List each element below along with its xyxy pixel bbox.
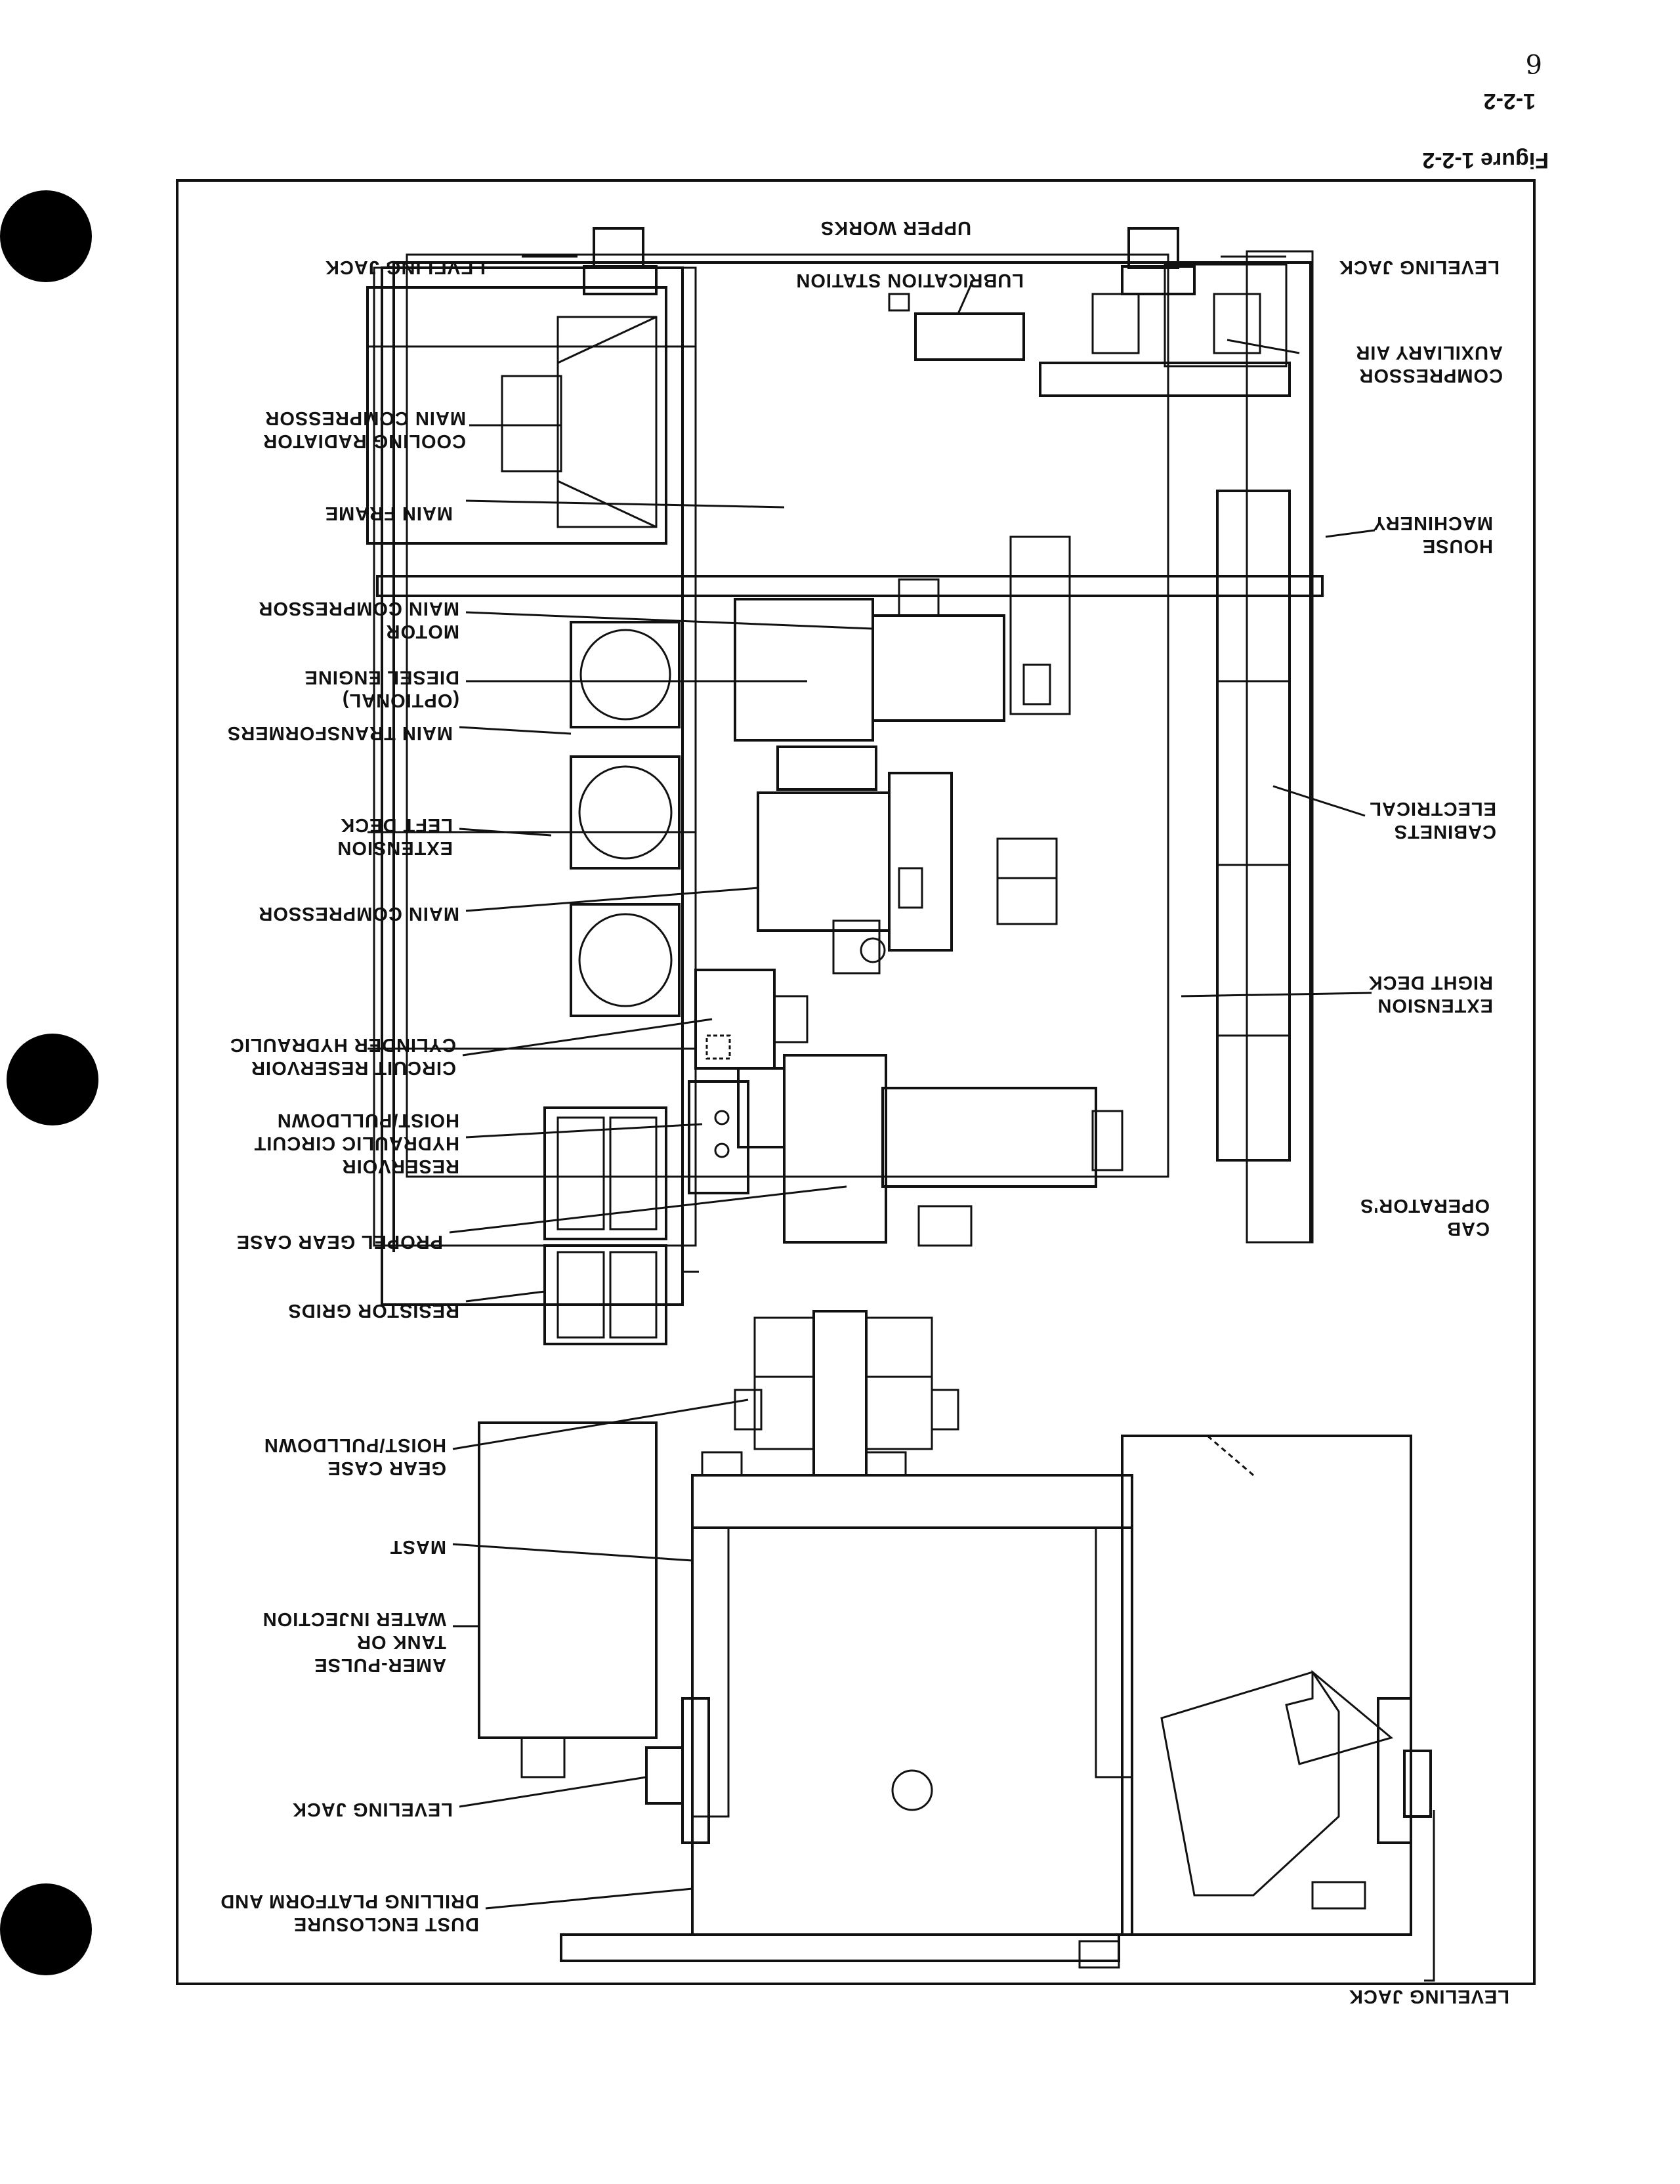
svg-text:AMER-PULSE: AMER-PULSE bbox=[314, 1654, 446, 1675]
svg-text:AUXILIARY AIR: AUXILIARY AIR bbox=[1355, 342, 1503, 363]
label-leveling-jack-bl: LEVELING JACK bbox=[292, 1776, 647, 1820]
svg-text:RESISTOR GRIDS: RESISTOR GRIDS bbox=[287, 1300, 459, 1321]
leveling-jack-top-left bbox=[583, 227, 658, 295]
label-mast: MAST bbox=[390, 1536, 693, 1562]
svg-text:LEVELING JACK: LEVELING JACK bbox=[292, 1799, 453, 1820]
electrical-cabinets bbox=[1216, 490, 1291, 1162]
svg-text:COMPRESSOR: COMPRESSOR bbox=[1359, 365, 1503, 386]
propel-gear-case bbox=[737, 1054, 1124, 1247]
figure-caption: Figure 1-2-2 bbox=[1422, 148, 1549, 173]
leveling-jack-bottom-left bbox=[645, 1697, 710, 1844]
label-lubrication-station: LUBRICATION STATION bbox=[795, 270, 1024, 314]
svg-text:MAIN COMPRESSOR: MAIN COMPRESSOR bbox=[264, 408, 466, 429]
lubrication-station bbox=[914, 312, 1025, 361]
main-compressor-motor bbox=[734, 536, 1071, 742]
label-main-compressor-motor: MAIN COMPRESSOR MOTOR bbox=[258, 598, 873, 642]
label-machinery-house: MACHINERY HOUSE bbox=[1325, 513, 1493, 556]
label-main-frame: MAIN FRAME bbox=[325, 499, 785, 524]
svg-text:RIGHT DECK: RIGHT DECK bbox=[1368, 972, 1493, 993]
svg-text:CAB: CAB bbox=[1446, 1218, 1490, 1239]
svg-text:COOLING RADIATOR: COOLING RADIATOR bbox=[262, 430, 466, 452]
auxiliary-air-compressor bbox=[1039, 263, 1291, 397]
label-drilling-platform: DRILLING PLATFORM AND DUST ENCLOSURE bbox=[220, 1887, 693, 1935]
svg-text:ELECTRICAL: ELECTRICAL bbox=[1369, 798, 1496, 819]
svg-text:LEVELING JACK: LEVELING JACK bbox=[325, 257, 486, 278]
svg-text:EXTENSION: EXTENSION bbox=[1377, 995, 1493, 1016]
svg-text:(OPTIONAL): (OPTIONAL) bbox=[342, 690, 459, 711]
svg-text:MAIN COMPRESSOR: MAIN COMPRESSOR bbox=[258, 598, 459, 619]
svg-text:RESERVOIR: RESERVOIR bbox=[342, 1156, 459, 1177]
svg-text:CABINETS: CABINETS bbox=[1394, 821, 1496, 842]
svg-text:EXTENSION: EXTENSION bbox=[337, 837, 453, 858]
svg-text:DRILLING PLATFORM AND: DRILLING PLATFORM AND bbox=[220, 1891, 479, 1912]
label-auxiliary-air-compressor: AUXILIARY AIR COMPRESSOR bbox=[1227, 339, 1503, 386]
leveling-jack-bottom-right bbox=[1377, 1697, 1432, 1844]
svg-text:MAST: MAST bbox=[390, 1536, 446, 1557]
svg-text:OPERATOR'S: OPERATOR'S bbox=[1360, 1195, 1490, 1216]
svg-text:HOIST/PULLDOWN: HOIST/PULLDOWN bbox=[277, 1110, 459, 1131]
figure-border bbox=[176, 179, 1536, 1985]
svg-text:GEAR CASE: GEAR CASE bbox=[327, 1458, 446, 1479]
label-operators-cab: OPERATOR'S CAB bbox=[1360, 1195, 1490, 1239]
svg-text:HYDRAULIC CIRCUIT: HYDRAULIC CIRCUIT bbox=[254, 1133, 459, 1154]
label-right-deck-extension: RIGHT DECK EXTENSION bbox=[1181, 972, 1493, 1016]
svg-text:WATER INJECTION: WATER INJECTION bbox=[262, 1608, 446, 1629]
label-resistor-grids: RESISTOR GRIDS bbox=[287, 1290, 545, 1321]
main-compressor bbox=[757, 746, 1058, 975]
svg-text:MOTOR: MOTOR bbox=[386, 621, 459, 642]
mast-and-platform bbox=[691, 1451, 1133, 1936]
svg-text:MAIN FRAME: MAIN FRAME bbox=[325, 503, 453, 524]
svg-text:MAIN COMPRESSOR: MAIN COMPRESSOR bbox=[258, 903, 459, 924]
svg-text:MACHINERY: MACHINERY bbox=[1372, 513, 1493, 534]
label-main-compressor-cooling-radiator: MAIN COMPRESSOR COOLING RADIATOR bbox=[262, 408, 561, 452]
punch-hole-top bbox=[0, 190, 92, 282]
leveling-jack-top-right bbox=[1121, 227, 1196, 295]
svg-text:CIRCUIT RESERVOIR: CIRCUIT RESERVOIR bbox=[251, 1057, 456, 1078]
svg-text:LUBRICATION STATION: LUBRICATION STATION bbox=[795, 270, 1024, 291]
label-leveling-jack-tl: LEVELING JACK bbox=[325, 255, 578, 278]
main-transformers bbox=[570, 621, 681, 1017]
cylinder-hydraulic-reservoir bbox=[694, 969, 808, 1070]
hoist-pulldown-gear-case bbox=[734, 1310, 959, 1477]
svg-text:TANK OR: TANK OR bbox=[356, 1631, 446, 1652]
upper-works-header: UPPER WORKS bbox=[820, 217, 971, 238]
label-main-compressor: MAIN COMPRESSOR bbox=[258, 887, 759, 924]
label-propel-gear-case: PROPEL GEAR CASE bbox=[236, 1185, 847, 1252]
resistor-grids bbox=[543, 1106, 667, 1345]
label-leveling-jack-tr: LEVELING JACK bbox=[1221, 255, 1500, 278]
punch-hole-middle bbox=[7, 1034, 98, 1125]
label-leveling-jack-br: LEVELING JACK bbox=[1349, 1810, 1509, 2007]
operators-cab bbox=[1121, 1435, 1412, 1936]
label-electrical-cabinets: ELECTRICAL CABINETS bbox=[1272, 785, 1496, 842]
svg-text:MAIN TRANSFORMERS: MAIN TRANSFORMERS bbox=[227, 723, 453, 744]
svg-text:LEVELING JACK: LEVELING JACK bbox=[1339, 257, 1500, 278]
label-cylinder-hydraulic-reservoir: CYLINDER HYDRAULIC CIRCUIT RESERVOIR bbox=[230, 1018, 713, 1078]
label-hoist-pulldown-gear-case: HOIST/PULLDOWN GEAR CASE bbox=[264, 1398, 749, 1479]
label-main-transformers: MAIN TRANSFORMERS bbox=[227, 723, 572, 744]
handwritten-mark: 6 bbox=[1526, 48, 1542, 78]
svg-text:DUST ENCLOSURE: DUST ENCLOSURE bbox=[293, 1914, 479, 1935]
label-hoist-pulldown-hydraulic-reservoir: HOIST/PULLDOWN HYDRAULIC CIRCUIT RESERVO… bbox=[254, 1110, 703, 1177]
water-injection-tank bbox=[478, 1421, 658, 1739]
svg-text:CYLINDER HYDRAULIC: CYLINDER HYDRAULIC bbox=[230, 1034, 456, 1055]
punch-hole-bottom bbox=[0, 1883, 92, 1975]
page-number: 1-2-2 bbox=[1484, 89, 1536, 114]
label-left-deck-extension: LEFT DECK EXTENSION bbox=[337, 814, 552, 858]
machine-outline bbox=[368, 250, 1324, 1306]
svg-text:LEVELING JACK: LEVELING JACK bbox=[1349, 1986, 1509, 2007]
svg-text:PROPEL GEAR CASE: PROPEL GEAR CASE bbox=[236, 1231, 443, 1252]
svg-text:LEFT DECK: LEFT DECK bbox=[340, 814, 453, 835]
label-water-injection-tank: WATER INJECTION TANK OR AMER-PULSE bbox=[262, 1608, 479, 1675]
svg-text:HOIST/PULLDOWN: HOIST/PULLDOWN bbox=[264, 1435, 446, 1456]
svg-text:HOUSE: HOUSE bbox=[1422, 536, 1493, 556]
svg-text:DIESEL ENGINE: DIESEL ENGINE bbox=[304, 667, 459, 688]
hoist-pulldown-hydraulic-reservoir bbox=[688, 1080, 749, 1194]
label-diesel-engine: DIESEL ENGINE (OPTIONAL) bbox=[304, 667, 807, 711]
